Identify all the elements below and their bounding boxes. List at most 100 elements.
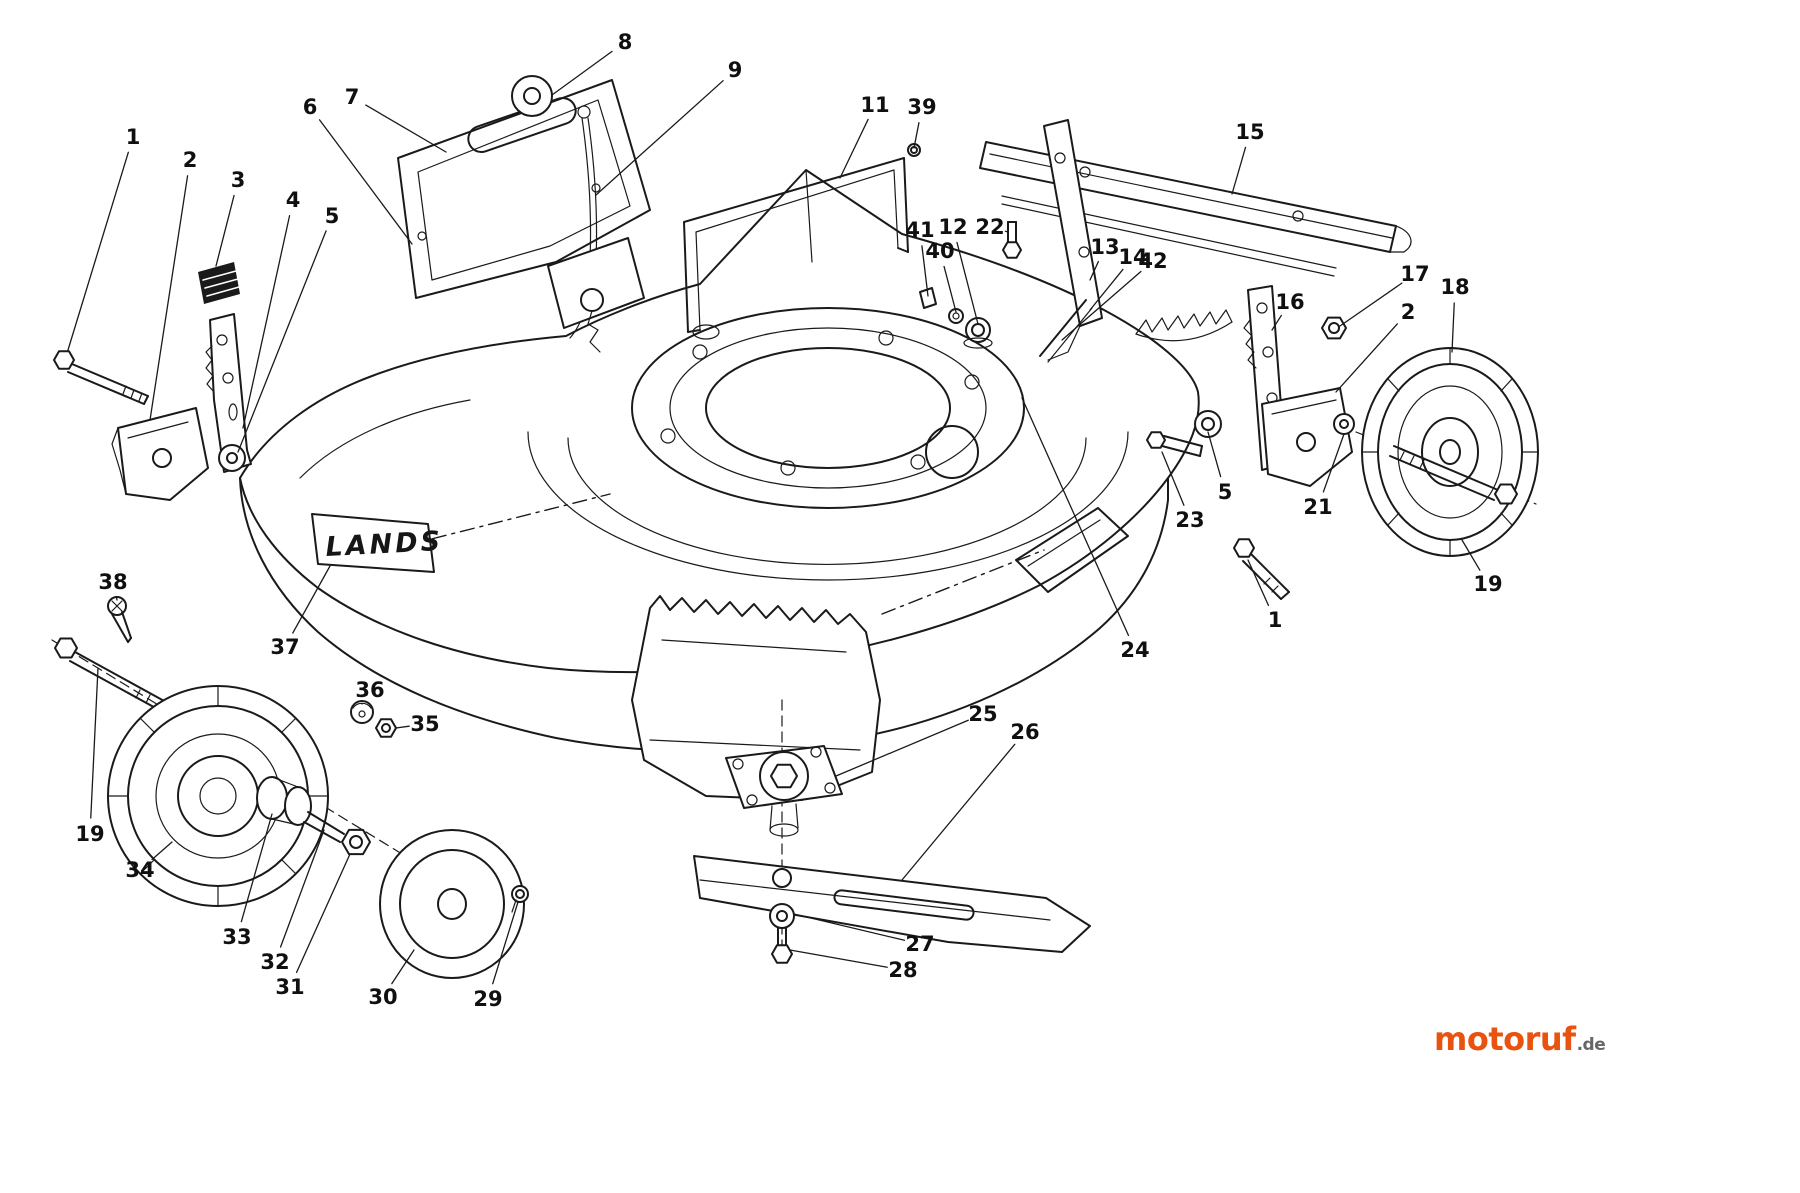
callout-leader-5 [1207,431,1222,478]
deck-housing: LANDS [239,169,1200,801]
wheel-cover-30 [379,829,525,979]
bolt-39 [907,143,921,157]
callout-label-6: 6 [303,95,318,119]
callout-leader-1 [1247,559,1270,607]
callout-leader-40 [943,265,957,313]
watermark: motoruf.de [1434,1020,1606,1058]
cam-disc-5 [218,444,246,472]
callout-leader-8 [551,50,613,96]
callout-leader-7 [365,104,447,153]
callout-leader-35 [395,725,410,729]
callout-leader-5 [237,230,327,453]
callout-label-4: 4 [286,188,301,212]
callout-leader-16 [1271,314,1282,331]
callout-leader-21 [1322,433,1345,493]
bolt-23-head [1146,431,1166,449]
callout-leader-27 [793,913,906,941]
left-hardware-group [53,262,252,501]
left-wheel-group [51,596,529,979]
callout-leader-23 [1161,451,1185,506]
axle-bolt-19-right-head [1494,483,1518,505]
callout-label-28: 28 [888,958,917,982]
washer-5-right [1194,410,1222,438]
callout-leader-14 [1089,268,1124,311]
callout-label-8: 8 [618,30,633,54]
callout-label-18: 18 [1440,275,1469,299]
callout-leader-42 [1061,270,1142,341]
callout-leader-41 [921,245,929,297]
right-wheel [1355,347,1539,557]
callout-leader-22 [1004,230,1009,233]
axle-bracket-2 [117,407,209,501]
blade-slot [833,889,975,921]
deck-logo-text: LANDS [325,526,444,563]
callout-label-37: 37 [270,635,299,659]
discharge-wedge [1015,507,1129,593]
callout-label-14: 14 [1118,245,1147,269]
callout-label-2: 2 [183,148,198,172]
mulch-cover-7 [397,79,651,299]
callout-leader-18 [1451,302,1455,353]
rear-bar-group [919,119,1412,363]
bracket-13 [1043,119,1103,327]
callout-leader-38 [115,596,118,601]
callout-leader-15 [1231,146,1247,195]
callout-label-9: 9 [728,58,743,82]
blade-26 [693,855,1091,953]
callout-label-22: 22 [975,215,1004,239]
callout-label-15: 15 [1235,120,1264,144]
callout-leader-11 [839,118,869,179]
callout-leader-19 [1461,539,1481,571]
axle-bracket-2-right [1261,387,1353,487]
deck-logo-plate [311,513,435,573]
watermark-tld: .de [1576,1035,1606,1055]
callout-leader-13 [1089,260,1100,281]
callout-label-26: 26 [1010,720,1039,744]
callout-leader-33 [240,813,273,923]
callout-label-25: 25 [968,702,997,726]
callout-leader-32 [279,829,325,948]
axle-bolt-19-left-head [54,637,78,659]
callout-leader-1 [67,151,129,351]
callout-label-24: 24 [1120,638,1149,662]
spring-plate [547,237,645,329]
callout-leader-29 [492,901,519,985]
callout-label-40: 40 [925,239,954,263]
callout-label-34: 34 [125,858,154,882]
adjuster-quadrant [1135,309,1233,335]
callout-label-21: 21 [1303,495,1332,519]
callout-leader-28 [789,949,888,968]
callout-label-5: 5 [1218,480,1233,504]
blade-bolt-28-head [771,944,793,964]
nut-35 [375,718,397,738]
cap-nut-36 [350,700,374,724]
callout-leader-26 [901,743,1016,881]
callout-leader-19 [90,667,99,819]
callout-leader-39 [913,122,920,149]
callout-label-13: 13 [1090,235,1119,259]
callout-label-12: 12 [938,215,967,239]
bolt-29 [511,885,529,903]
nut-17 [1321,316,1347,340]
callout-leader-6 [318,119,413,245]
height-bracket-4 [209,313,252,473]
cover-slot [467,97,577,153]
callout-label-29: 29 [473,987,502,1011]
callout-leader-31 [295,853,351,974]
callout-leader-25 [835,719,969,777]
callout-label-27: 27 [905,932,934,956]
bushing-12 [965,317,991,343]
callout-label-17: 17 [1400,262,1429,286]
callout-leader-24 [1021,397,1130,637]
callout-label-19: 19 [75,822,104,846]
callout-label-2: 2 [1401,300,1416,324]
callout-label-5: 5 [325,204,340,228]
brace-14 [1039,299,1087,357]
spacer-40 [948,308,964,324]
callout-label-33: 33 [222,925,251,949]
grip-pad-3 [198,262,240,304]
watermark-brand: motoruf [1434,1020,1576,1058]
